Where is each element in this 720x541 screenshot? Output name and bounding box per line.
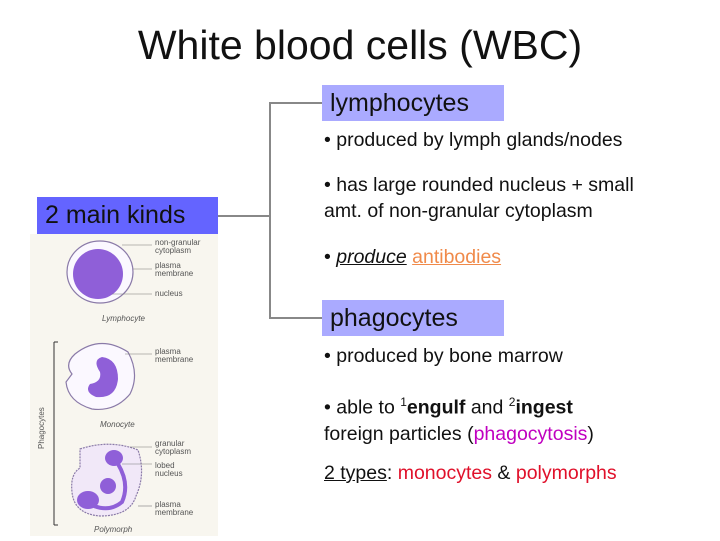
text: and <box>465 396 509 419</box>
text: 2 <box>508 395 516 409</box>
slide-title: White blood cells (WBC) <box>137 22 583 68</box>
label: plasma <box>155 347 181 356</box>
phagocytes-heading: phagocytes <box>322 300 504 336</box>
text: engulf <box>406 396 466 419</box>
text: phagocytosis <box>473 422 588 445</box>
text: produced by lymph glands/nodes <box>336 129 623 151</box>
label: nucleus <box>155 289 183 298</box>
label: granular <box>155 439 185 448</box>
text: 1 <box>400 395 407 409</box>
wbc-figure: non-granular cytoplasm plasma membrane n… <box>30 234 218 536</box>
text: polymorphs <box>515 462 617 484</box>
label: non-granular <box>155 238 201 247</box>
main-kinds-box: 2 main kinds <box>37 197 218 234</box>
caption: Monocyte <box>100 420 135 429</box>
lymphocyte-bullet-1: • produced by lymph glands/nodes <box>324 129 623 151</box>
text: produce <box>336 246 407 268</box>
text: able to <box>336 396 401 419</box>
lymphocyte-cell <box>66 240 134 304</box>
lymphocytes-heading: lymphocytes <box>322 85 504 121</box>
phagocyte-bullet-1: • produced by bone marrow <box>324 345 563 367</box>
text: amt. of non-granular cytoplasm <box>324 200 593 222</box>
connector <box>270 317 322 319</box>
connector <box>269 102 271 319</box>
text: ) <box>587 422 594 445</box>
text: ingest <box>515 396 573 419</box>
antibodies-link: antibodies <box>412 246 502 268</box>
label: membrane <box>155 355 194 364</box>
text: : <box>386 462 398 484</box>
text: & <box>492 462 516 484</box>
lymphocyte-bullet-3: • produce antibodies <box>324 246 502 268</box>
text: produced by bone marrow <box>336 345 563 367</box>
label: membrane <box>155 269 194 278</box>
polymorph-cell <box>71 443 143 517</box>
label: cytoplasm <box>155 246 191 255</box>
caption: Lymphocyte <box>102 314 146 323</box>
text: monocytes <box>397 462 493 484</box>
monocyte-cell <box>65 342 136 411</box>
text: has large rounded nucleus + small <box>336 174 634 196</box>
label: membrane <box>155 508 194 517</box>
label: plasma <box>155 261 181 270</box>
label: nucleus <box>155 469 183 478</box>
connector <box>270 102 322 104</box>
label: plasma <box>155 500 181 509</box>
phagocyte-types: 2 types: monocytes & polymorphs <box>324 460 617 486</box>
label: Phagocytes <box>37 407 46 449</box>
connector <box>218 215 270 217</box>
caption: Polymorph <box>94 525 133 534</box>
label: cytoplasm <box>155 447 191 456</box>
text: 2 types <box>324 462 387 484</box>
label: lobed <box>155 461 175 470</box>
text: foreign particles ( <box>324 422 474 445</box>
